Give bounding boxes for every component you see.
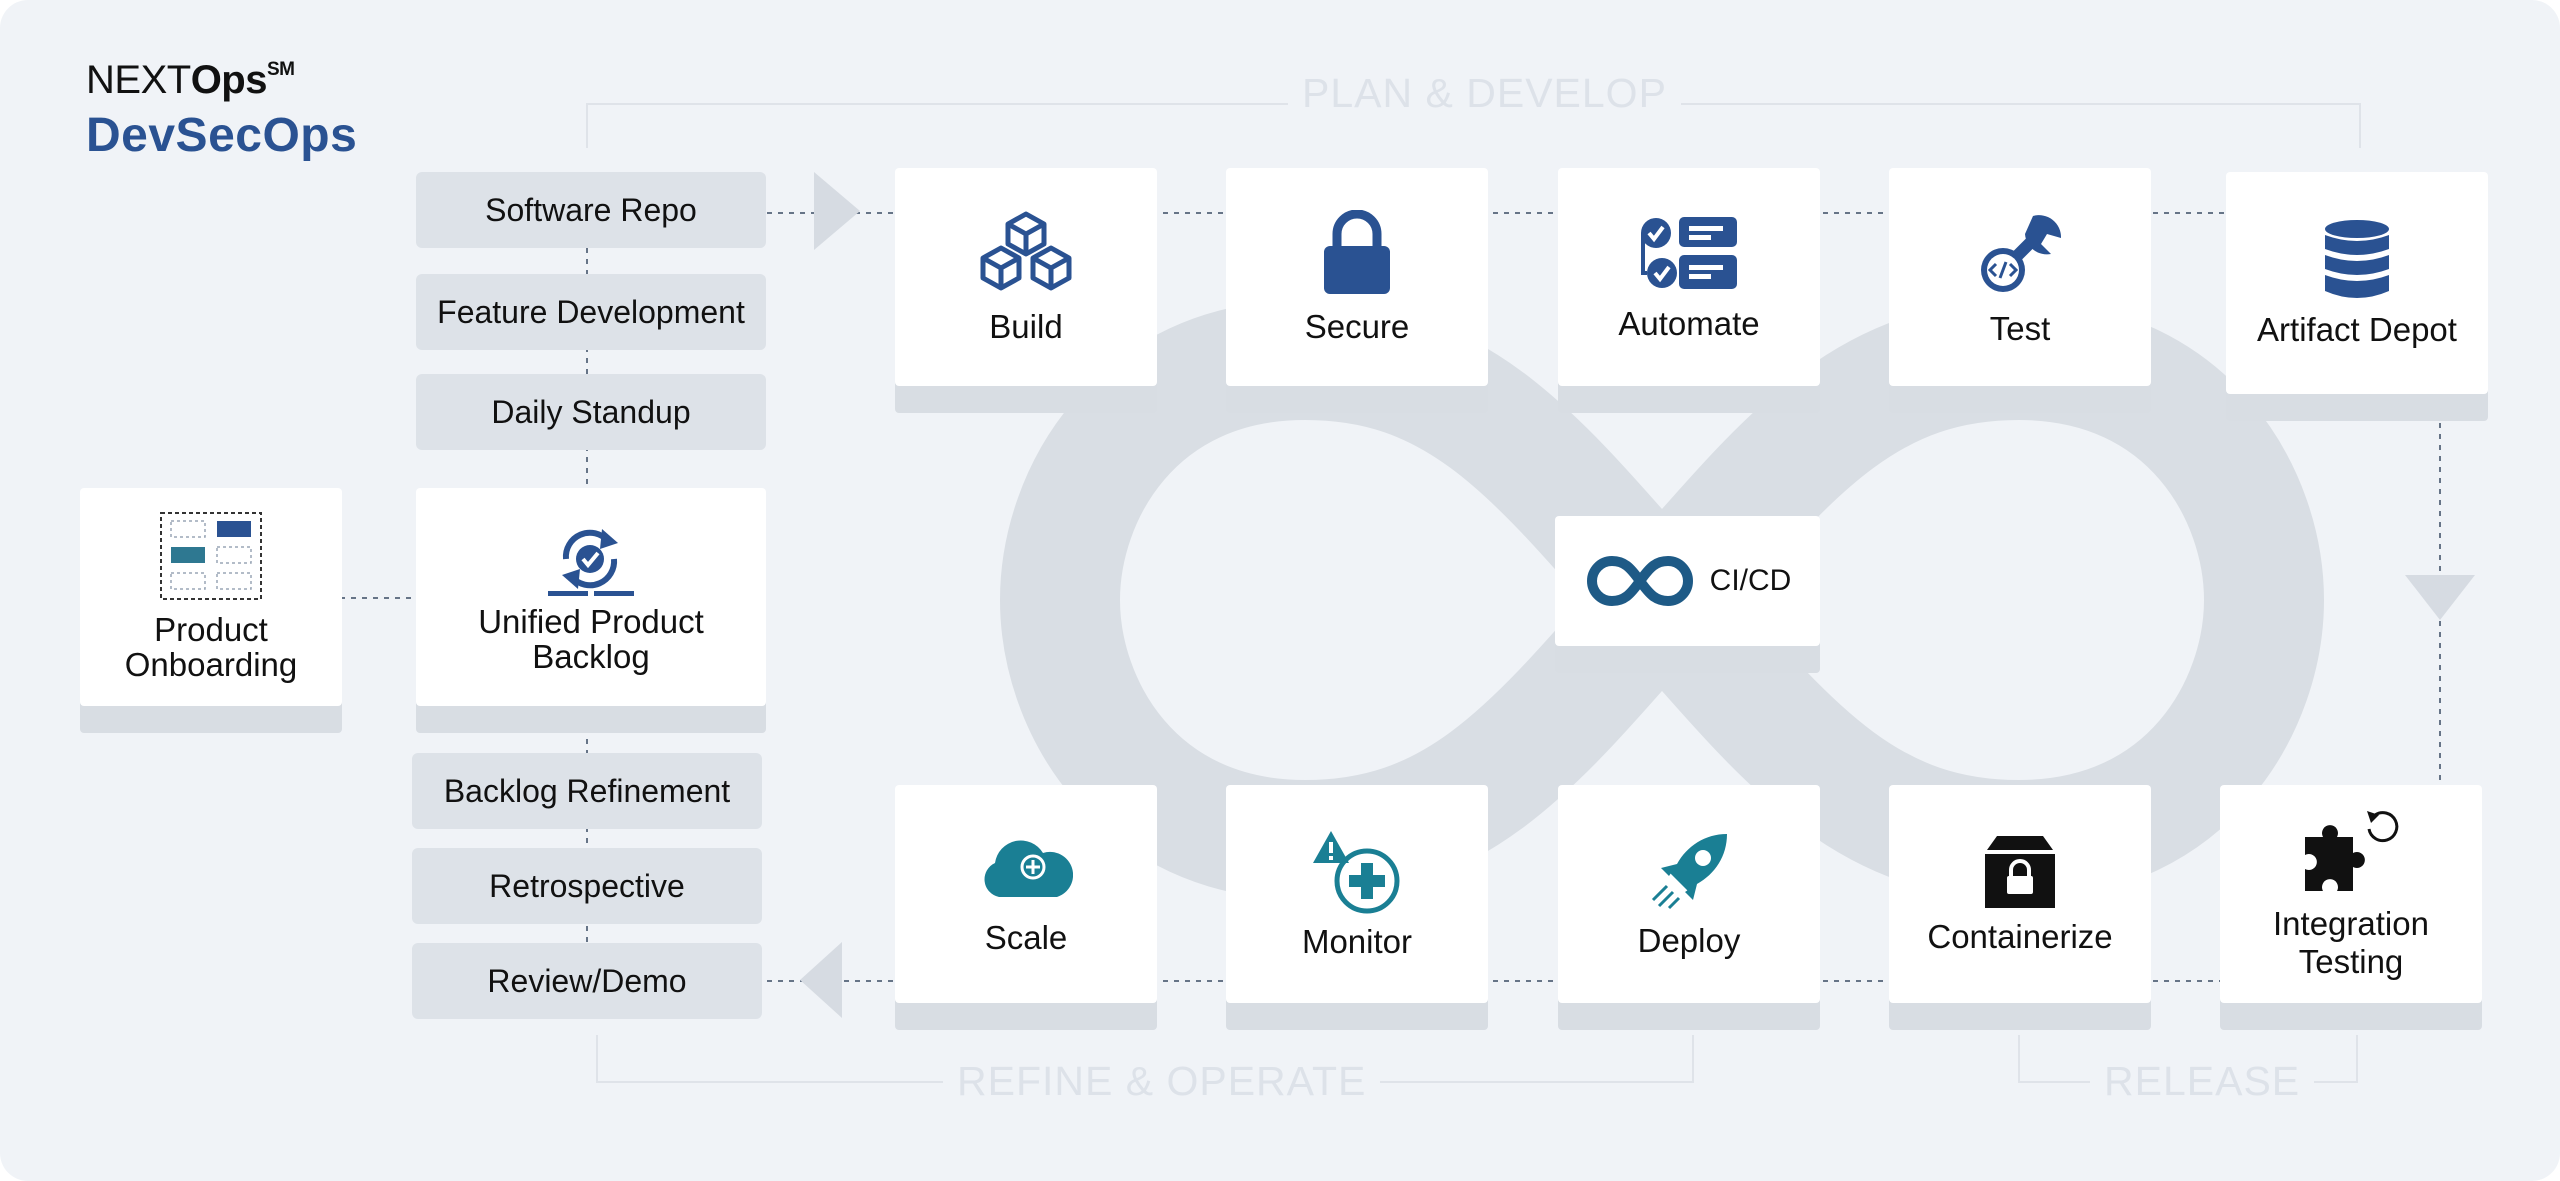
product-onboarding-card: Product Onboarding [80, 488, 342, 706]
stage-secure-card: Secure [1226, 168, 1488, 386]
padlock-icon [1324, 209, 1390, 294]
locked-box-icon [1985, 835, 2055, 908]
activity-retrospective: Retrospective [412, 848, 762, 924]
activity-daily-standup: Daily Standup [416, 374, 766, 450]
rocket-icon [1651, 833, 1727, 909]
kanban-board-icon [160, 512, 262, 601]
wrench-code-icon [1981, 214, 2062, 292]
activity-review-demo: Review/Demo [412, 943, 762, 1019]
stage-label: Artifact Depot [2257, 310, 2457, 348]
cicd-label: CI/CD [1709, 564, 1792, 598]
puzzle-refresh-icon [2305, 811, 2399, 892]
checklist-icon [1641, 216, 1737, 289]
section-label-refine: REFINE & OPERATE [943, 1058, 1381, 1105]
stage-containerize-card: Containerize [1889, 785, 2151, 1003]
flow-arrows [800, 172, 2475, 1018]
cicd-card: CI/CD [1555, 516, 1820, 646]
stage-deploy-card: Deploy [1558, 785, 1820, 1003]
stage-label: Secure [1304, 307, 1410, 345]
brand-logo: NEXTOpsSM [86, 58, 295, 102]
section-label-plan: PLAN & DEVELOP [1288, 70, 1681, 117]
activity-software-repo: Software Repo [416, 172, 766, 248]
backlog-label-line2: Backlog [532, 638, 650, 675]
stage-artifact-depot-card: Artifact Depot [2226, 172, 2488, 394]
arrow-right [814, 172, 860, 250]
unified-product-backlog-card: Unified Product Backlog [416, 488, 766, 706]
stage-automate-card: Automate [1558, 168, 1820, 386]
stage-label: Monitor [1301, 922, 1413, 960]
onboarding-label-line1: Product [154, 611, 268, 649]
activity-backlog-refinement: Backlog Refinement [412, 753, 762, 829]
arrow-down [2405, 575, 2475, 620]
stage-test-card: Test [1889, 168, 2151, 386]
brand-title: DevSecOps [86, 109, 358, 162]
stage-label: Test [1989, 309, 2051, 347]
section-label-release: RELEASE [2090, 1058, 2315, 1105]
activity-feature-development: Feature Development [416, 274, 766, 350]
cloud-plus-icon [984, 840, 1073, 897]
stage-integration-testing-card: Integration Testing [2220, 785, 2482, 1003]
cubes-icon [980, 211, 1072, 291]
stage-label: Automate [1618, 304, 1760, 342]
stage-label: Containerize [1927, 917, 2113, 955]
stage-label: Build [989, 307, 1063, 345]
sync-check-icon [548, 529, 634, 597]
stage-label: Integration Testing [2273, 905, 2429, 980]
arrow-left [800, 942, 842, 1018]
backlog-label-line1: Unified Product [478, 603, 704, 641]
infinity-icon [1586, 555, 1693, 607]
stage-monitor-card: Monitor [1226, 785, 1488, 1003]
database-icon [2325, 219, 2389, 298]
stage-label: Scale [984, 918, 1068, 956]
stage-scale-card: Scale [895, 785, 1157, 1003]
stage-build-card: Build [895, 168, 1157, 386]
stage-label: Deploy [1637, 921, 1741, 959]
health-alert-icon [1313, 830, 1400, 914]
onboarding-label-line2: Onboarding [124, 646, 298, 683]
